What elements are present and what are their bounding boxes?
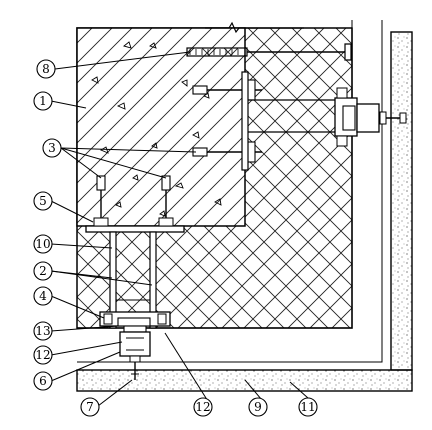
svg-text:2: 2 [39, 264, 47, 278]
svg-text:6: 6 [39, 374, 47, 388]
callout-13: 13 [33, 321, 53, 341]
svg-text:1: 1 [39, 94, 47, 108]
callout-10: 10 [33, 234, 53, 254]
callout-9: 9 [248, 397, 268, 417]
cladding-panel-vertical [390, 31, 413, 371]
svg-text:7: 7 [86, 400, 94, 414]
callout-4: 4 [33, 286, 53, 306]
callout-12-bottom: 12 [193, 397, 213, 417]
svg-text:13: 13 [35, 324, 50, 338]
callout-8: 8 [36, 59, 56, 79]
svg-text:9: 9 [254, 400, 262, 414]
svg-text:11: 11 [300, 400, 315, 414]
callout-1: 1 [33, 91, 53, 111]
channel-clamp [99, 311, 171, 380]
callout-11: 11 [298, 397, 318, 417]
svg-text:10: 10 [35, 237, 50, 251]
side-bracket-plate [241, 71, 407, 171]
svg-text:12: 12 [195, 400, 210, 414]
callout-6: 6 [33, 371, 53, 391]
concrete-wall [76, 27, 246, 227]
svg-text:3: 3 [48, 141, 56, 155]
break-line [205, 21, 304, 34]
svg-text:4: 4 [39, 289, 47, 303]
svg-text:5: 5 [39, 194, 47, 208]
callout-3: 3 [42, 138, 62, 158]
callout-12-left: 12 [33, 345, 53, 365]
svg-text:12: 12 [35, 348, 50, 362]
callout-7: 7 [80, 397, 100, 417]
leader-lines [50, 51, 318, 407]
callout-5: 5 [33, 191, 53, 211]
support-plate [85, 217, 185, 233]
cladding-panel-bottom [76, 369, 413, 392]
svg-text:8: 8 [42, 62, 50, 76]
callout-2: 2 [33, 261, 53, 281]
